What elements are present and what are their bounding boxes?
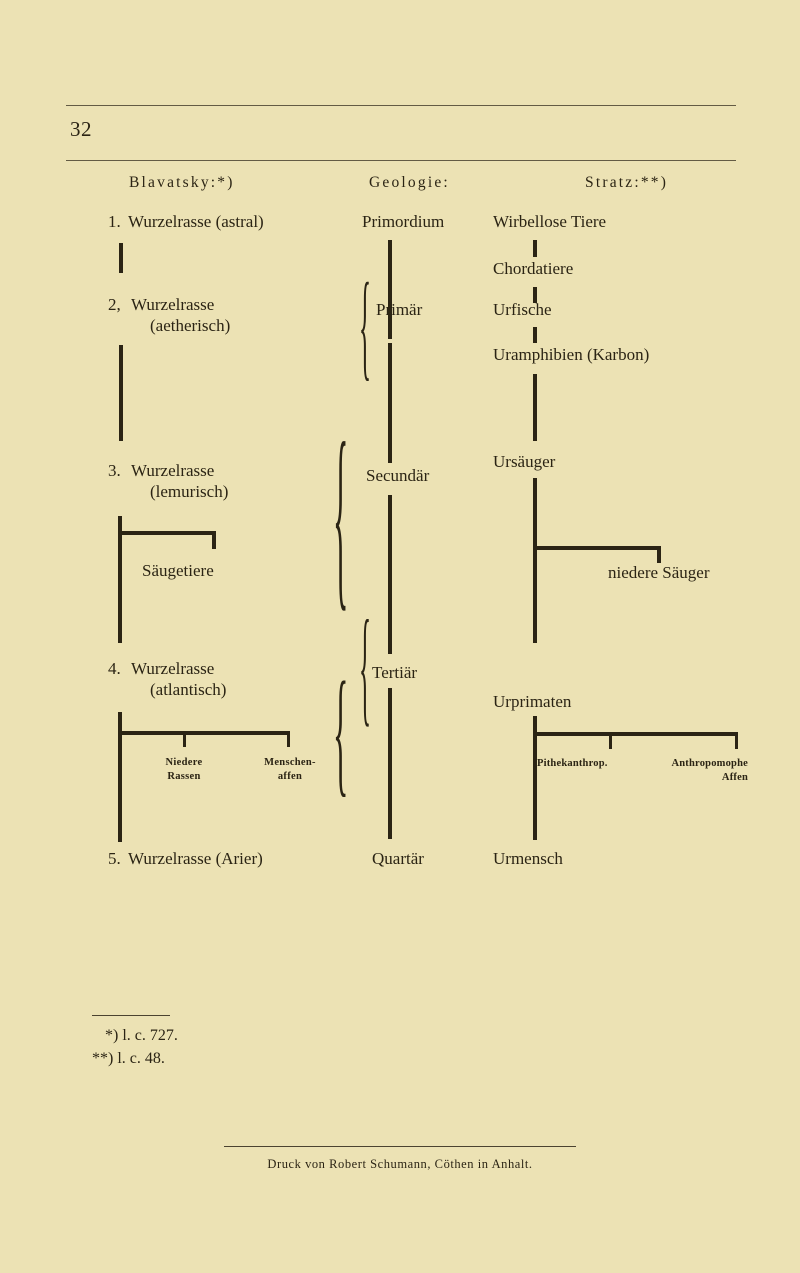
bracket-primaten-arm [533,732,738,736]
label-anthropomophe-affen: Anthropomophe Affen [671,758,748,784]
label-pithekanthrop: Pithekanthrop. [537,758,608,769]
page-number: 32 [70,117,92,141]
imprint-rule [224,1146,576,1147]
column-heading-stratz: Stratz:**) [585,174,669,191]
bracket-primaten-trunk [533,716,537,840]
bracket-saeugetiere-trunk [118,516,122,643]
blavatsky-row-2-sub: (aetherisch) [150,316,231,335]
geologie-bar-primaer-secundaer [388,343,392,463]
bracket-niedere-saeuger-stub [657,546,661,563]
geologie-bar-secundaer-tertiaer [388,495,392,654]
header-rule-top [66,105,736,106]
stratz-stage-urmensch: Urmensch [493,849,563,868]
bracket-rassen-stub-left [183,731,186,747]
geologie-bar-tertiaer-quartaer [388,688,392,839]
blavatsky-row-5-name: Wurzelrasse (Arier) [128,849,263,868]
bracket-primaten-stub-left [609,732,612,749]
bracket-saeugetiere-stub [212,531,216,549]
stratz-stage-ursaeuger: Ursäuger [493,452,556,471]
blavatsky-row-2-name: Wurzelrasse [131,295,215,314]
label-niedere-saeuger: niedere Säuger [608,563,710,582]
blavatsky-row-4-name: Wurzelrasse [131,659,215,678]
connector-blavatsky-2-3 [119,345,123,441]
brace-secundaer-outer: { [333,400,349,628]
label-niedere-rassen: Niedere Rassen [165,757,203,783]
blavatsky-row-5-number: 5. [108,849,121,868]
header-rule-bottom [66,160,736,161]
label-menschenaffen: Menschen- affen [264,757,316,783]
stratz-stage-chordatiere: Chordatiere [493,259,574,278]
stratz-stage-wirbellose-tiere: Wirbellose Tiere [493,212,607,231]
connector-stratz-1-2 [533,240,537,257]
column-heading-geologie: Geologie: [369,174,450,191]
brace-primaer: { [359,256,371,392]
footnote-first: *) l. c. 727. [105,1027,178,1044]
blavatsky-row-3-name: Wurzelrasse [131,461,215,480]
footnote-rule [92,1015,170,1016]
printer-imprint: Druck von Robert Schumann, Cöthen in Anh… [267,1157,533,1171]
column-heading-blavatsky: Blavatsky:*) [129,174,235,191]
brace-tertiaer: { [359,592,371,738]
geologie-period-primordium: Primordium [362,212,445,231]
blavatsky-row-1-name: Wurzelrasse (astral) [128,212,264,231]
footnote-second: **) l. c. 48. [92,1050,165,1067]
connector-stratz-3-4 [533,327,537,343]
stratz-stage-urfische: Urfische [493,300,552,319]
blavatsky-row-2-number: 2, [108,295,121,314]
bracket-rassen-trunk [118,712,122,842]
connector-stratz-2-3 [533,287,537,303]
blavatsky-row-3-number: 3. [108,461,121,480]
bracket-rassen-stub-right [287,731,290,747]
bracket-niedere-saeuger-trunk [533,478,537,643]
blavatsky-row-4-number: 4. [108,659,121,678]
stratz-stage-uramphibien: Uramphibien (Karbon) [493,345,650,364]
geologie-period-primaer: Primär [376,300,423,319]
label-saeugetiere: Säugetiere [142,561,214,580]
bracket-rassen-arm [118,731,290,735]
brace-quartaer-outer: { [333,652,349,809]
connector-blavatsky-1-2 [119,243,123,273]
blavatsky-row-4-sub: (atlantisch) [150,680,227,699]
blavatsky-row-1-number: 1. [108,212,121,231]
stratz-stage-urprimaten: Urprimaten [493,692,572,711]
bracket-niedere-saeuger-arm [533,546,661,550]
geologie-bar-primordium-primaer [388,240,392,339]
blavatsky-row-3-sub: (lemurisch) [150,482,229,501]
geologie-period-secundaer: Secundär [366,466,430,485]
bracket-saeugetiere-arm [118,531,216,535]
geologie-period-quartaer: Quartär [372,849,424,868]
geologie-period-tertiaer: Tertiär [372,663,418,682]
bracket-primaten-stub-right [735,732,738,749]
connector-stratz-4-5 [533,374,537,441]
